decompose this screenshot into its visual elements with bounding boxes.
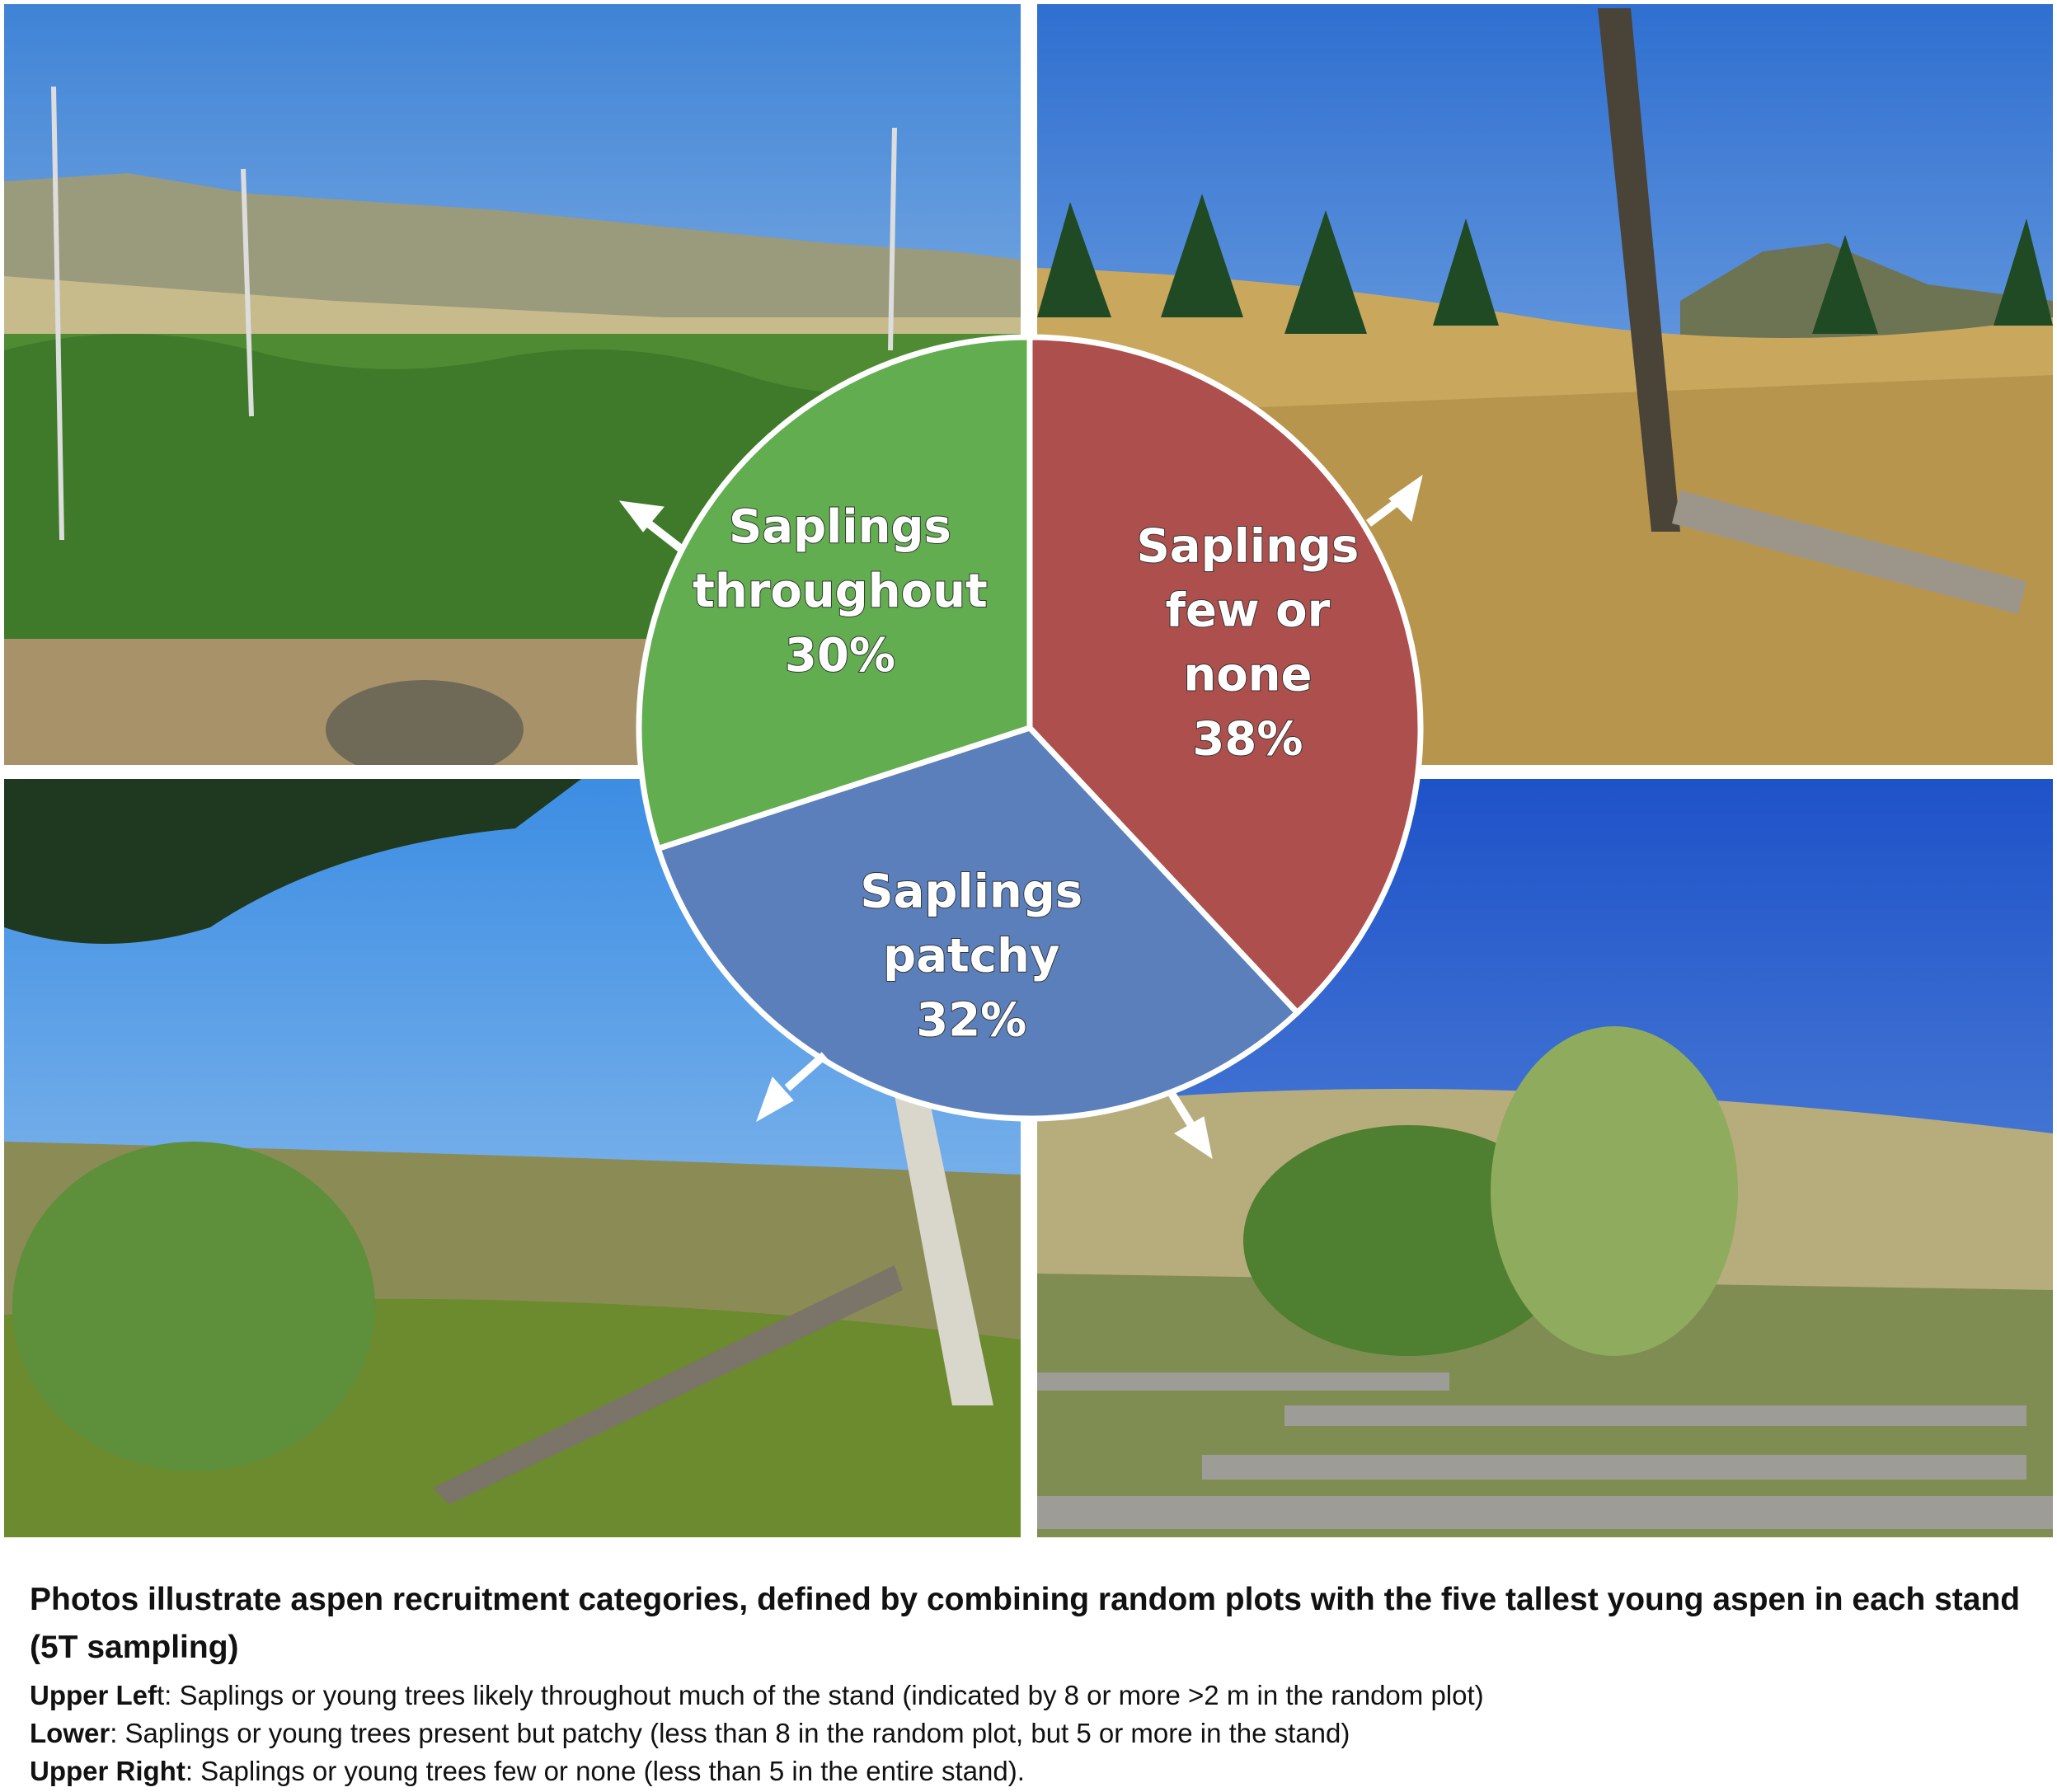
caption-text: : Saplings or young trees present but pa…: [110, 1718, 1350, 1748]
arrow-to-upper-left-icon: [618, 500, 683, 551]
pie-slice-label: Saplings: [1136, 519, 1359, 573]
arrow-to-lower-right-icon: [1167, 1090, 1213, 1160]
caption-line-upper-left: Upper Left: Saplings or young trees like…: [30, 1677, 2041, 1715]
caption-line-lower: Lower: Saplings or young trees present b…: [30, 1715, 2041, 1752]
caption-title: Photos illustrate aspen recruitment cate…: [30, 1582, 2021, 1665]
caption-key: Lower: [30, 1718, 110, 1748]
caption-key: Upper Right: [30, 1756, 186, 1786]
caption-key: Upper Lef: [30, 1680, 157, 1710]
figure-caption: Photos illustrate aspen recruitment cate…: [30, 1576, 2041, 1790]
pie-chart: Saplings few or none 38% Saplings patchy 32% Sa…: [618, 334, 1424, 1160]
pie-slice-label: patchy: [883, 929, 1059, 983]
pie-slice-label: throughout: [693, 565, 988, 618]
pie-slice-value-label: 32%: [916, 993, 1026, 1047]
pie-slice-saplings-throughout: [636, 334, 1033, 852]
pie-slice-label: Saplings: [860, 865, 1083, 918]
photo-lower-left-saplings-patchy: [4, 779, 1021, 1537]
pie-slice-label: none: [1183, 648, 1312, 701]
pie-slice-saplings-patchy: [654, 724, 1302, 1122]
arrow-to-upper-right-icon: [1366, 474, 1423, 527]
pie-slice-saplings-few-or-none: [1026, 334, 1424, 1017]
pie-slice-label: Saplings: [729, 500, 951, 554]
caption-line-upper-right: Upper Right: Saplings or young trees few…: [30, 1752, 2041, 1790]
pie-slice-value-label: 38%: [1192, 712, 1303, 766]
caption-text: : Saplings or young trees few or none (l…: [185, 1756, 1025, 1786]
pie-slice-label: few or: [1166, 584, 1331, 637]
caption-text: t: Saplings or young trees likely throug…: [157, 1680, 1484, 1710]
arrow-to-lower-left-icon: [756, 1052, 828, 1123]
pie-slice-value-label: 30%: [785, 629, 895, 683]
